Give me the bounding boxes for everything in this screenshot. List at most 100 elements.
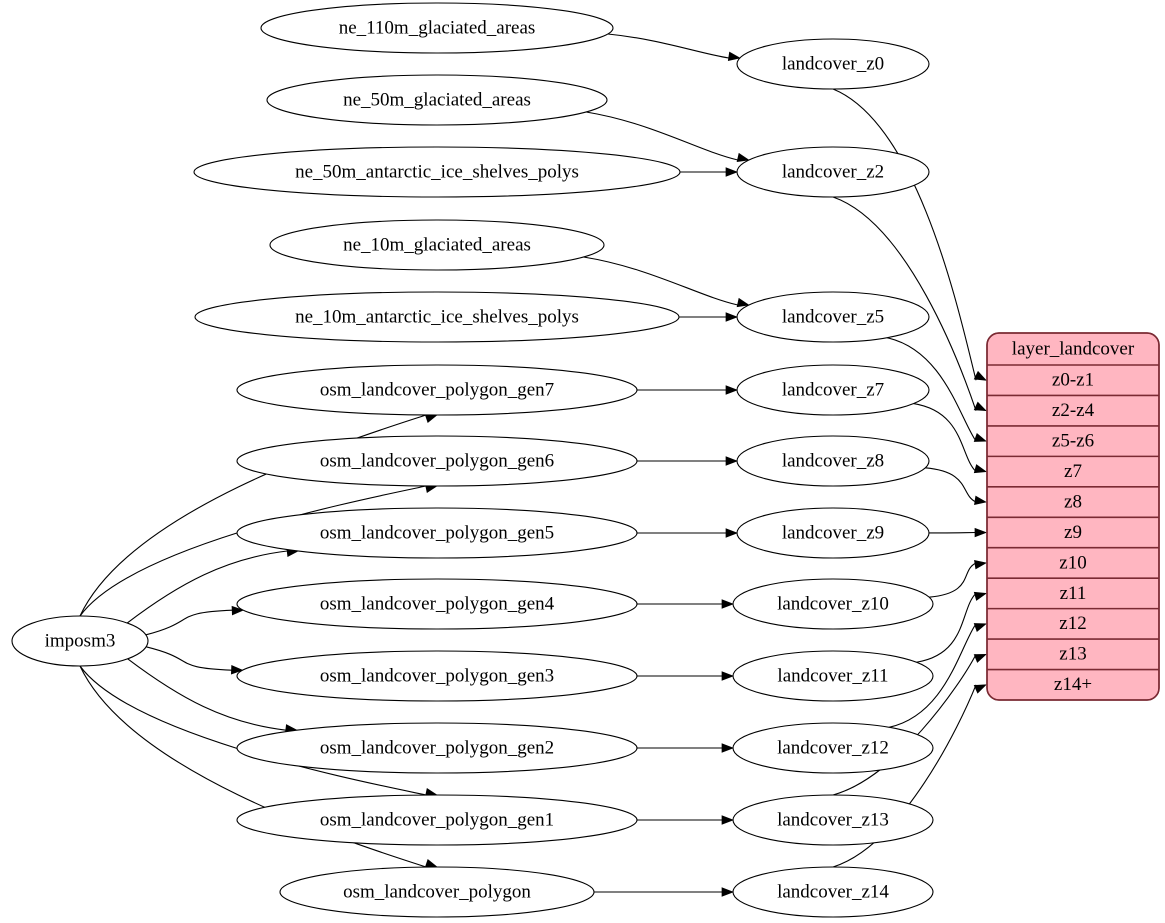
- edge-imposm3-to-osm-landcover-polygon-gen5: [126, 550, 288, 624]
- edge-arrowhead: [231, 605, 245, 616]
- edge-ne-110m-glaciated-areas-to-landcover-z0: [607, 33, 729, 59]
- node-shape-ne-10m-antarctic-ice-shelves-polys: [194, 291, 680, 343]
- layer-landcover-table: layer_landcoverz0-z1z2-z4z5-z6z7z8z9z10z…: [986, 332, 1160, 701]
- node-osm-landcover-polygon-gen1[interactable]: osm_landcover_polygon_gen1: [236, 794, 638, 846]
- node-shape-ne-50m-glaciated-areas: [266, 74, 608, 126]
- node-shape-ne-110m-glaciated-areas: [260, 2, 614, 54]
- edge-landcover-z10-to-z10: [929, 562, 977, 598]
- edge-arrowhead: [973, 653, 987, 663]
- edge-landcover-z2-to-z2-z4: [832, 196, 977, 411]
- node-shape-landcover-z8: [736, 435, 930, 487]
- edge-arrowhead: [725, 167, 738, 177]
- node-landcover-z12[interactable]: landcover_z12: [732, 722, 934, 774]
- node-shape-landcover-z2: [736, 146, 930, 198]
- node-shape-ne-50m-antarctic-ice-shelves-polys: [193, 146, 681, 198]
- node-landcover-z13[interactable]: landcover_z13: [732, 794, 934, 846]
- node-shape-osm-landcover-polygon: [279, 866, 595, 918]
- node-imposm3[interactable]: imposm3: [11, 615, 149, 667]
- node-osm-landcover-polygon-gen3[interactable]: osm_landcover_polygon_gen3: [236, 650, 638, 702]
- node-osm-landcover-polygon-gen6[interactable]: osm_landcover_polygon_gen6: [236, 435, 638, 487]
- node-ne-110m-glaciated-areas[interactable]: ne_110m_glaciated_areas: [260, 2, 614, 54]
- edge-arrowhead: [424, 858, 438, 868]
- edge-arrowhead: [973, 623, 987, 633]
- edge-landcover-z5-to-z5-z6: [886, 337, 977, 442]
- node-landcover-z14[interactable]: landcover_z14: [732, 866, 934, 918]
- node-osm-landcover-polygon-gen5[interactable]: osm_landcover_polygon_gen5: [236, 507, 638, 559]
- edge-arrowhead: [973, 591, 987, 601]
- edge-arrowhead: [424, 414, 438, 424]
- node-ne-50m-glaciated-areas[interactable]: ne_50m_glaciated_areas: [266, 74, 608, 126]
- edge-arrowhead: [973, 370, 987, 381]
- node-shape-osm-landcover-polygon-gen2: [236, 722, 638, 774]
- edge-landcover-z0-to-z0-z1: [832, 88, 977, 381]
- node-landcover-z0[interactable]: landcover_z0: [736, 38, 930, 90]
- node-landcover-z7[interactable]: landcover_z7: [736, 364, 930, 416]
- edge-arrowhead: [736, 297, 750, 308]
- edge-arrowhead: [973, 684, 987, 694]
- node-shape-landcover-z0: [736, 38, 930, 90]
- node-osm-landcover-polygon-gen2[interactable]: osm_landcover_polygon_gen2: [236, 722, 638, 774]
- node-shape-landcover-z9: [736, 507, 930, 559]
- node-shape-landcover-z14: [732, 866, 934, 918]
- node-ne-50m-antarctic-ice-shelves-polys[interactable]: ne_50m_antarctic_ice_shelves_polys: [193, 146, 681, 198]
- edge-landcover-z8-to-z8: [925, 467, 977, 503]
- edge-imposm3-to-osm-landcover-polygon-gen2: [127, 658, 286, 731]
- edge-arrowhead: [974, 560, 987, 570]
- node-landcover-z8[interactable]: landcover_z8: [736, 435, 930, 487]
- node-osm-landcover-polygon-gen7[interactable]: osm_landcover_polygon_gen7: [236, 364, 638, 416]
- edge-landcover-z12-to-z12: [889, 623, 977, 728]
- edge-landcover-z7-to-z7: [913, 403, 977, 472]
- edge-landcover-z13-to-z13: [832, 654, 977, 796]
- node-shape-osm-landcover-polygon-gen4: [236, 578, 638, 630]
- edges-layer: [79, 33, 987, 897]
- node-shape-ne-10m-glaciated-areas: [269, 219, 605, 271]
- node-shape-osm-landcover-polygon-gen5: [236, 507, 638, 559]
- edge-ne-50m-glaciated-areas-to-landcover-z2: [586, 111, 738, 161]
- node-shape-landcover-z12: [732, 722, 934, 774]
- edge-landcover-z14-to-z14-: [832, 684, 977, 868]
- layer-table-outline: [986, 332, 1160, 701]
- nodes-layer: ne_110m_glaciated_areas ne_50m_glaciated_…: [11, 2, 934, 918]
- node-shape-landcover-z10: [732, 578, 934, 630]
- node-landcover-z5[interactable]: landcover_z5: [736, 291, 930, 343]
- edge-arrowhead: [721, 815, 734, 825]
- node-shape-landcover-z5: [736, 291, 930, 343]
- edge-arrowhead: [973, 401, 987, 412]
- node-ne-10m-antarctic-ice-shelves-polys[interactable]: ne_10m_antarctic_ice_shelves_polys: [194, 291, 680, 343]
- node-landcover-z9[interactable]: landcover_z9: [736, 507, 930, 559]
- edge-arrowhead: [725, 312, 738, 322]
- edge-imposm3-to-osm-landcover-polygon-gen7: [79, 414, 427, 617]
- edge-arrowhead: [721, 887, 734, 897]
- node-shape-landcover-z13: [732, 794, 934, 846]
- node-shape-osm-landcover-polygon-gen6: [236, 435, 638, 487]
- edge-landcover-z11-to-z11: [916, 593, 977, 663]
- edge-arrowhead: [973, 432, 987, 442]
- edge-arrowhead: [721, 599, 734, 609]
- edge-imposm3-to-osm-landcover-polygon-gen4: [145, 609, 233, 636]
- node-landcover-z10[interactable]: landcover_z10: [732, 578, 934, 630]
- edge-arrowhead: [721, 671, 734, 681]
- node-shape-landcover-z7: [736, 364, 930, 416]
- node-shape-imposm3: [11, 615, 149, 667]
- node-shape-osm-landcover-polygon-gen1: [236, 794, 638, 846]
- node-ne-10m-glaciated-areas[interactable]: ne_10m_glaciated_areas: [269, 219, 605, 271]
- edge-arrowhead: [725, 528, 738, 538]
- node-landcover-z11[interactable]: landcover_z11: [732, 650, 934, 702]
- edge-arrowhead: [974, 495, 987, 505]
- node-osm-landcover-polygon[interactable]: osm_landcover_polygon: [279, 866, 595, 918]
- edge-arrowhead: [727, 51, 741, 61]
- node-landcover-z2[interactable]: landcover_z2: [736, 146, 930, 198]
- node-osm-landcover-polygon-gen4[interactable]: osm_landcover_polygon_gen4: [236, 578, 638, 630]
- edge-arrowhead: [736, 152, 750, 163]
- edge-imposm3-to-osm-landcover-polygon: [79, 665, 427, 868]
- edge-arrowhead: [725, 456, 738, 466]
- node-shape-landcover-z11: [732, 650, 934, 702]
- node-shape-osm-landcover-polygon-gen3: [236, 650, 638, 702]
- edge-imposm3-to-osm-landcover-polygon-gen3: [145, 646, 232, 671]
- edge-arrowhead: [974, 527, 987, 538]
- edge-ne-10m-glaciated-areas-to-landcover-z5: [583, 256, 738, 306]
- edge-arrowhead: [973, 464, 987, 474]
- edge-arrowhead: [721, 743, 734, 753]
